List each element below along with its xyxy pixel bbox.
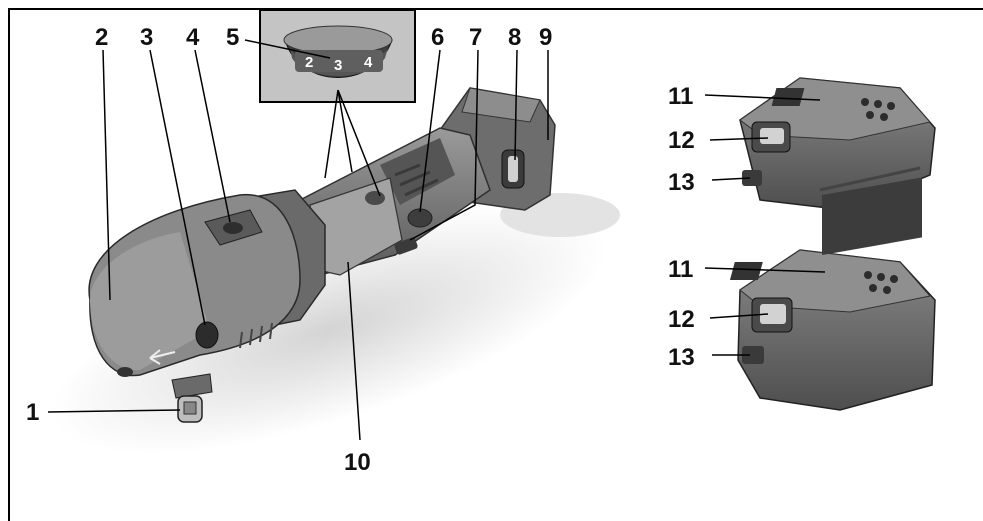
callout-labels: 1 2 3 4 5 6 7 8 9 10 11 12 13 11 12 13 [26,24,695,476]
spindle-collar [171,373,213,399]
battery-small-callout-12: 12 [668,127,695,154]
angle-drill-tool [88,87,556,423]
rotation-selector [195,321,219,349]
dial-number-3: 3 [334,57,342,74]
callout-6: 6 [431,24,444,51]
battery-large-callout-11: 11 [668,256,693,283]
battery-small-callout-13: 13 [668,169,695,196]
callout-3: 3 [140,24,153,51]
dial-number-2: 2 [305,54,313,71]
battery-large-callout-12: 12 [668,306,695,333]
trigger-lock [394,237,418,255]
direction-arrow [149,349,176,365]
battery-large-callout-13: 13 [668,344,695,371]
battery-small-callout-11: 11 [668,83,693,110]
leader-lines [47,39,826,441]
speed-dial-inset: 2 3 4 [259,9,416,103]
callout-10: 10 [344,449,371,476]
battery-charge-indicator-small [742,170,762,186]
callout-9: 9 [539,24,552,51]
battery-pack-small [739,77,936,211]
callout-8: 8 [508,24,521,51]
dial-number-4: 4 [364,54,373,71]
callout-7: 7 [469,24,482,51]
callout-2: 2 [95,24,108,51]
figure-frame [8,8,983,521]
callout-5: 5 [226,24,239,51]
battery-pack-large [729,177,936,411]
battery-charge-indicator-large [742,346,764,364]
callout-1: 1 [26,399,39,426]
callout-4: 4 [186,24,200,51]
